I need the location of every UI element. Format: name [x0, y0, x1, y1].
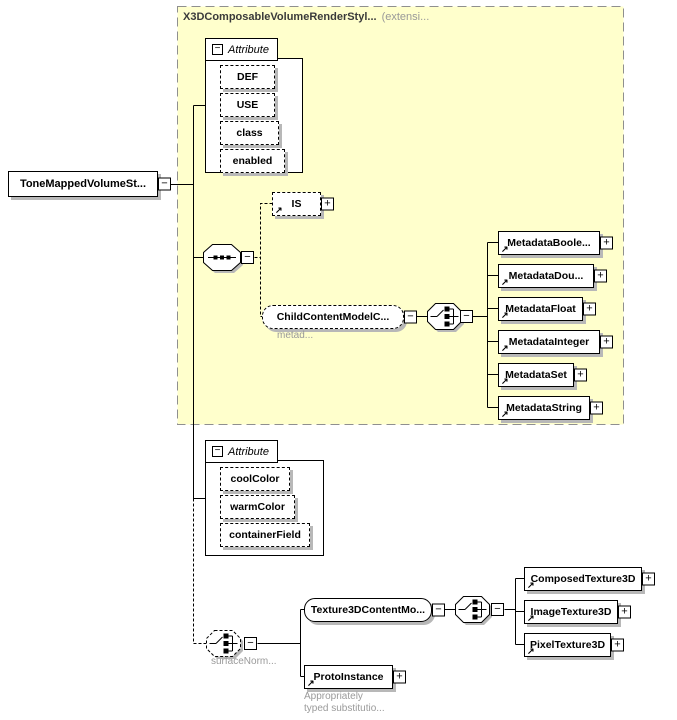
- sequence-connector[interactable]: [203, 243, 247, 276]
- choice-annotation: surfaceNorm...: [211, 656, 277, 667]
- attribute-def[interactable]: DEF: [220, 65, 275, 89]
- element-tonemappedvolumestyle[interactable]: ToneMappedVolumeSt... −: [8, 171, 171, 197]
- expand-toggle-icon[interactable]: +: [594, 269, 607, 283]
- attribute-containerfield[interactable]: containerField: [220, 523, 310, 547]
- element-ref-icon: ↗: [501, 244, 509, 254]
- element-ref-icon: ↗: [527, 646, 535, 656]
- optional-connectors: [193, 203, 273, 644]
- collapse-toggle-icon[interactable]: −: [404, 310, 417, 324]
- attribute-label: DEF: [237, 71, 258, 83]
- attribute-label: warmColor: [230, 501, 285, 513]
- element-metadatainteger[interactable]: ↗ MetadataInteger +: [498, 330, 613, 354]
- attribute-label: containerField: [229, 529, 301, 541]
- element-ref-icon: ↗: [501, 343, 509, 353]
- element-label: MetadataFloat: [505, 303, 576, 315]
- element-annotation-line1: Appropriately: [304, 691, 363, 702]
- attribute-enabled[interactable]: enabled: [220, 149, 285, 173]
- collapse-toggle-icon[interactable]: −: [244, 637, 257, 650]
- element-metadataset[interactable]: ↗ MetadataSet +: [498, 363, 587, 387]
- element-label: MetadataString: [506, 402, 582, 414]
- collapse-toggle-icon[interactable]: −: [212, 44, 223, 55]
- element-imagetexture3d[interactable]: ↗ ImageTexture3D +: [524, 600, 631, 624]
- attribute-group-label: Attribute: [228, 445, 269, 458]
- attribute-label: USE: [236, 99, 259, 111]
- extension-suffix: (extensi...: [381, 11, 430, 23]
- group-annotation: metad...: [277, 330, 314, 341]
- group-texture3dcontentmodel[interactable]: Texture3DContentMo... −: [304, 598, 445, 622]
- group-label: ChildContentModelC...: [276, 311, 390, 323]
- expand-toggle-icon[interactable]: +: [611, 638, 624, 652]
- attribute-label: class: [236, 127, 263, 139]
- element-metadatastring[interactable]: ↗ MetadataString +: [498, 396, 603, 420]
- element-label: ToneMappedVolumeSt...: [19, 178, 147, 190]
- element-ref-icon: ↗: [501, 376, 509, 386]
- element-label: ImageTexture3D: [530, 606, 612, 618]
- expand-toggle-icon[interactable]: +: [600, 335, 613, 349]
- element-label: PixelTexture3D: [529, 639, 606, 651]
- element-label: MetadataBoole...: [507, 237, 591, 249]
- collapse-toggle-icon[interactable]: −: [491, 603, 504, 616]
- element-ref-icon: ↗: [307, 678, 315, 688]
- collapse-toggle-icon[interactable]: −: [158, 177, 171, 191]
- element-composedtexture3d[interactable]: ↗ ComposedTexture3D +: [524, 567, 655, 591]
- sequence-icon: [208, 255, 236, 260]
- extension-base-type: X3DComposableVolumeRenderStyl...: [183, 11, 377, 23]
- element-metadatadouble[interactable]: ↗ MetadataDou... +: [498, 264, 607, 288]
- choice-connector[interactable]: [427, 302, 468, 335]
- choice-icon: [430, 306, 459, 327]
- collapse-toggle-icon[interactable]: −: [460, 310, 473, 323]
- attribute-label: coolColor: [230, 473, 280, 485]
- element-is[interactable]: ↗ IS +: [272, 192, 334, 216]
- element-ref-icon: ↗: [527, 580, 535, 590]
- element-label: ProtoInstance: [313, 671, 384, 683]
- attribute-group-header[interactable]: − Attribute: [205, 38, 278, 61]
- expand-toggle-icon[interactable]: +: [393, 670, 406, 684]
- solid-connectors: [169, 105, 524, 677]
- attribute-group-label: Attribute: [228, 43, 269, 56]
- choice-icon: [209, 633, 238, 654]
- element-annotation-line2: typed substitutio...: [304, 703, 385, 714]
- choice-icon: [458, 599, 487, 620]
- expand-toggle-icon[interactable]: +: [642, 572, 655, 586]
- attribute-class[interactable]: class: [220, 121, 279, 145]
- element-ref-icon: ↗: [501, 310, 509, 320]
- element-label: MetadataInteger: [508, 336, 590, 348]
- element-metadataboolean[interactable]: ↗ MetadataBoole... +: [498, 231, 613, 255]
- expand-toggle-icon[interactable]: +: [321, 197, 334, 211]
- attribute-coolcolor[interactable]: coolColor: [220, 467, 290, 491]
- element-protoinstance[interactable]: ↗ ProtoInstance +: [304, 665, 406, 689]
- optional-choice-connector[interactable]: [205, 629, 248, 662]
- attribute-warmcolor[interactable]: warmColor: [220, 495, 295, 519]
- element-label: MetadataDou...: [508, 270, 584, 282]
- element-ref-icon: ↗: [501, 277, 509, 287]
- element-pixeltexture3d[interactable]: ↗ PixelTexture3D +: [524, 633, 624, 657]
- attribute-group-header[interactable]: − Attribute: [205, 440, 278, 463]
- collapse-toggle-icon[interactable]: −: [241, 251, 254, 264]
- expand-toggle-icon[interactable]: +: [583, 302, 596, 316]
- expand-toggle-icon[interactable]: +: [590, 401, 603, 415]
- expand-toggle-icon[interactable]: +: [618, 605, 631, 619]
- attribute-label: enabled: [232, 155, 273, 167]
- extension-title: X3DComposableVolumeRenderStyl... (extensi…: [183, 11, 429, 23]
- element-label: MetadataSet: [505, 369, 567, 381]
- attribute-use[interactable]: USE: [220, 93, 275, 117]
- choice-connector[interactable]: [455, 595, 496, 628]
- element-ref-icon: ↗: [527, 613, 535, 623]
- collapse-toggle-icon[interactable]: −: [212, 446, 223, 457]
- expand-toggle-icon[interactable]: +: [574, 368, 587, 382]
- element-label: IS: [291, 198, 302, 210]
- collapse-toggle-icon[interactable]: −: [432, 603, 445, 617]
- element-label: ComposedTexture3D: [530, 573, 636, 585]
- group-label: Texture3DContentMo...: [310, 604, 426, 616]
- group-childcontentmodel[interactable]: ChildContentModelC... −: [262, 305, 417, 329]
- element-ref-icon: ↗: [275, 205, 283, 215]
- expand-toggle-icon[interactable]: +: [600, 236, 613, 250]
- element-metadatafloat[interactable]: ↗ MetadataFloat +: [498, 297, 596, 321]
- element-ref-icon: ↗: [501, 409, 509, 419]
